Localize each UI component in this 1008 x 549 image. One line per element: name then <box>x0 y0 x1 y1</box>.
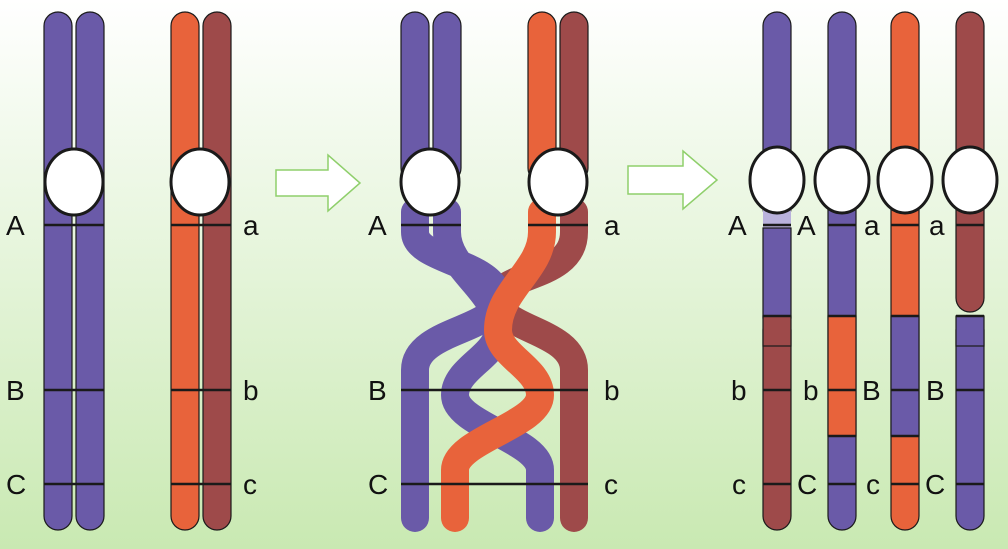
gene-label: B <box>926 375 945 406</box>
stage3-chromatid-1 <box>748 11 806 531</box>
gene-label: b <box>803 375 819 406</box>
centromere <box>399 147 461 217</box>
centromere <box>527 147 589 217</box>
stage1-purple-chromosome <box>43 11 105 531</box>
gene-label: A <box>797 210 816 241</box>
gene-label: c <box>732 469 746 500</box>
centromere <box>748 145 806 215</box>
stage3-chromatid-3 <box>876 11 934 531</box>
gene-label-C: C <box>6 469 26 500</box>
centromere <box>169 147 231 217</box>
stage1-orange-chromosome <box>169 11 232 531</box>
gene-label: c <box>866 469 880 500</box>
gene-label-c: c <box>604 469 618 500</box>
gene-label-b: b <box>604 375 620 406</box>
gene-label-C: C <box>368 469 388 500</box>
gene-label: B <box>862 375 881 406</box>
chromatid <box>170 11 200 531</box>
centromere <box>43 147 105 217</box>
gene-label: C <box>797 469 817 500</box>
stage2-chromosomes <box>399 11 589 532</box>
gene-label: C <box>925 469 945 500</box>
chromatid-segment <box>762 227 792 319</box>
arrow-right-icon <box>275 153 362 213</box>
gene-label-B: B <box>368 375 387 406</box>
centromere <box>813 145 871 215</box>
gene-label-A: A <box>6 210 25 241</box>
chromatid-segment <box>955 315 985 347</box>
centromere <box>876 145 934 215</box>
gene-label-A: A <box>368 210 387 241</box>
chromatid-inner-orange <box>441 198 556 532</box>
chromatid-segment <box>827 315 857 437</box>
gene-label-B: B <box>6 375 25 406</box>
stage3-chromatid-2 <box>813 11 871 531</box>
chromatid <box>75 11 105 531</box>
gene-label: a <box>864 210 880 241</box>
gene-label: a <box>929 210 945 241</box>
gene-label: A <box>728 210 747 241</box>
chromatid-segment <box>762 315 792 531</box>
gene-label-a: a <box>243 210 259 241</box>
gene-label-b: b <box>243 375 259 406</box>
chromatid-segment <box>955 315 985 531</box>
chromatid-segment <box>827 11 857 531</box>
chromatid <box>202 11 232 531</box>
chromatid-segment <box>890 11 920 531</box>
chromatid-segment <box>762 315 792 347</box>
gene-label: b <box>731 375 747 406</box>
chromatid <box>43 11 73 531</box>
gene-label-a: a <box>604 210 620 241</box>
gene-label-c: c <box>243 469 257 500</box>
centromere <box>941 145 999 215</box>
chromatid-segment <box>890 315 920 437</box>
arrow-right-icon <box>627 149 719 211</box>
stage3-chromatid-4 <box>941 11 999 531</box>
